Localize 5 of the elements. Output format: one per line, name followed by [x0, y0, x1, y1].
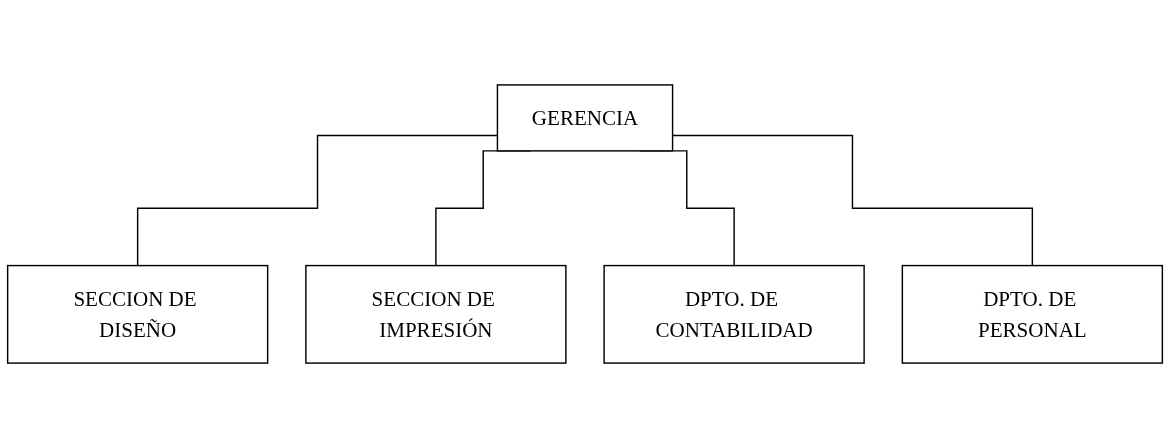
node-box: DPTO. DE PERSONAL [901, 264, 1164, 364]
node-box: SECCION DE DISEÑO [6, 264, 269, 364]
node-box: DPTO. DE CONTABILIDAD [603, 264, 865, 364]
node-box: GERENCIA [496, 84, 674, 152]
node-box: SECCION DE IMPRESIÓN [305, 264, 567, 364]
